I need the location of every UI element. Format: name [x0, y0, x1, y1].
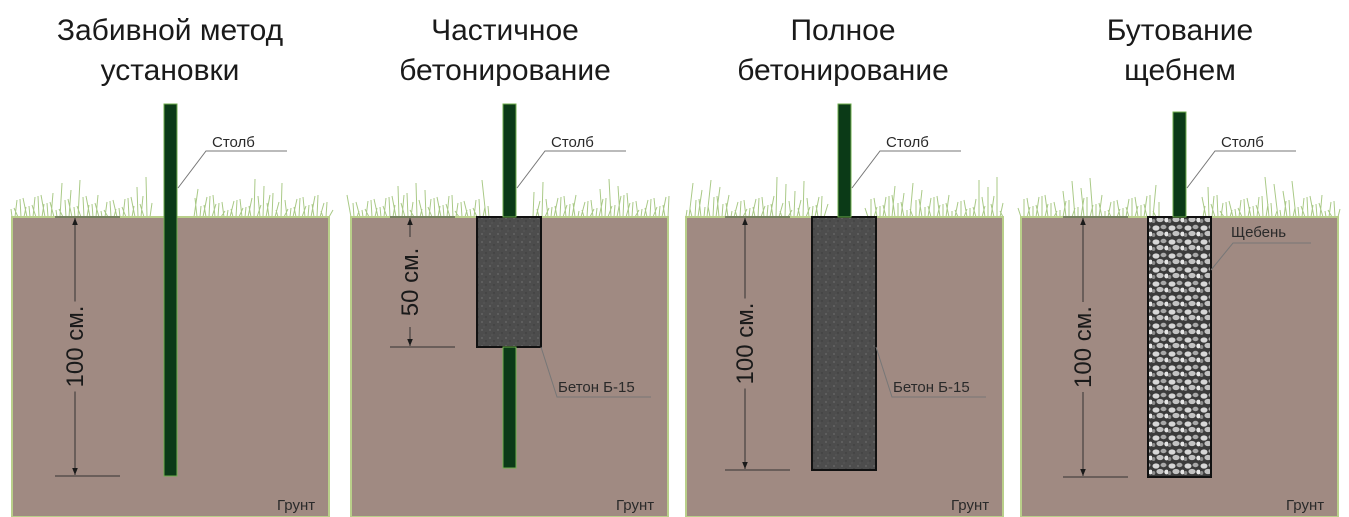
grass [193, 178, 334, 218]
fill-leader-line [540, 346, 651, 398]
panel-title-line: Частичное [431, 14, 579, 47]
post-leader-line [851, 150, 961, 189]
panel-title-line: Полное [790, 14, 895, 47]
grass [685, 176, 829, 218]
post-leader-line [516, 150, 626, 189]
fill-leader-line [1210, 242, 1311, 271]
grass [1201, 176, 1341, 218]
post-label: Столб [886, 134, 929, 151]
post [502, 103, 517, 218]
post-label: Столб [551, 134, 594, 151]
soil-label: Грунт [951, 497, 989, 514]
grass [532, 178, 670, 218]
post-label: Столб [1221, 134, 1264, 151]
fill-label: Бетон Б-15 [558, 379, 635, 396]
concrete-fill [811, 216, 877, 471]
post [1172, 111, 1187, 218]
fill-leader-line [875, 346, 986, 398]
panel-title-line: установки [101, 54, 240, 87]
post-leader-line [1186, 150, 1296, 189]
soil-label: Грунт [1286, 497, 1324, 514]
grass [10, 176, 153, 218]
post-leader-line [177, 150, 287, 189]
soil-label: Грунт [277, 497, 315, 514]
depth-label: 100 см. [732, 303, 759, 385]
depth-label: 50 см. [397, 248, 424, 317]
panel-title-line: Бутование [1107, 14, 1253, 47]
concrete-fill [476, 216, 542, 348]
post [837, 103, 852, 218]
depth-label: 100 см. [62, 306, 89, 388]
gravel-fill [1147, 216, 1212, 478]
panel-title-line: Забивной метод [57, 14, 283, 47]
post [163, 103, 178, 477]
soil-label: Грунт [616, 497, 654, 514]
panel-title-line: щебнем [1124, 54, 1236, 87]
post-below-concrete [502, 346, 517, 469]
grass [864, 177, 1004, 218]
panel-title-line: бетонирование [399, 54, 611, 87]
fill-label: Щебень [1231, 224, 1286, 241]
post-label: Столб [212, 134, 255, 151]
fill-label: Бетон Б-15 [893, 379, 970, 396]
grass [1017, 177, 1160, 218]
grass [346, 179, 490, 218]
panel-title-line: бетонирование [737, 54, 949, 87]
depth-label: 100 см. [1070, 306, 1097, 388]
